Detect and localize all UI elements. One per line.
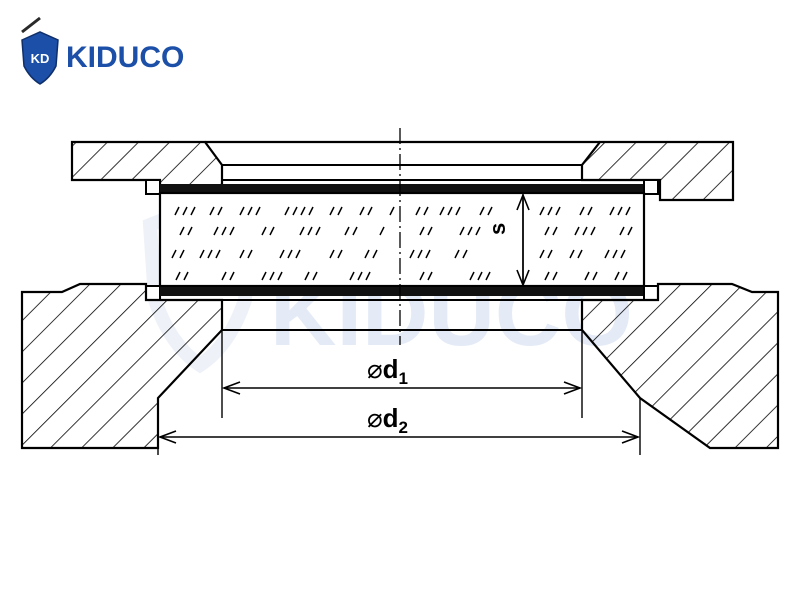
dimension-d2-letter: d <box>383 403 399 433</box>
dimension-d2: ⌀d2 <box>157 398 641 455</box>
dimension-s: s <box>485 192 530 288</box>
dimension-d1-letter: d <box>383 354 399 384</box>
dimension-d2-label: ⌀d2 <box>367 403 408 437</box>
diameter-symbol-d2: ⌀ <box>367 403 383 433</box>
diameter-symbol-d1: ⌀ <box>367 354 383 384</box>
glass-disc <box>158 191 646 288</box>
dimension-s-label: s <box>485 223 510 235</box>
dimension-d1: ⌀d1 <box>221 330 583 418</box>
logo-text: KIDUCO <box>66 41 184 74</box>
shield-icon <box>21 31 59 85</box>
top-flange <box>70 140 735 202</box>
dimension-d1-subscript: 1 <box>399 369 408 388</box>
bottom-body <box>20 282 780 450</box>
dimension-d2-subscript: 2 <box>399 418 408 437</box>
bottom-gasket <box>145 285 659 301</box>
glass-texture <box>171 206 633 281</box>
top-gasket <box>145 179 659 195</box>
brand-logo: KD KIDUCO <box>21 16 184 85</box>
logo-badge: KD <box>31 51 50 66</box>
dimension-d1-label: ⌀d1 <box>367 354 408 388</box>
